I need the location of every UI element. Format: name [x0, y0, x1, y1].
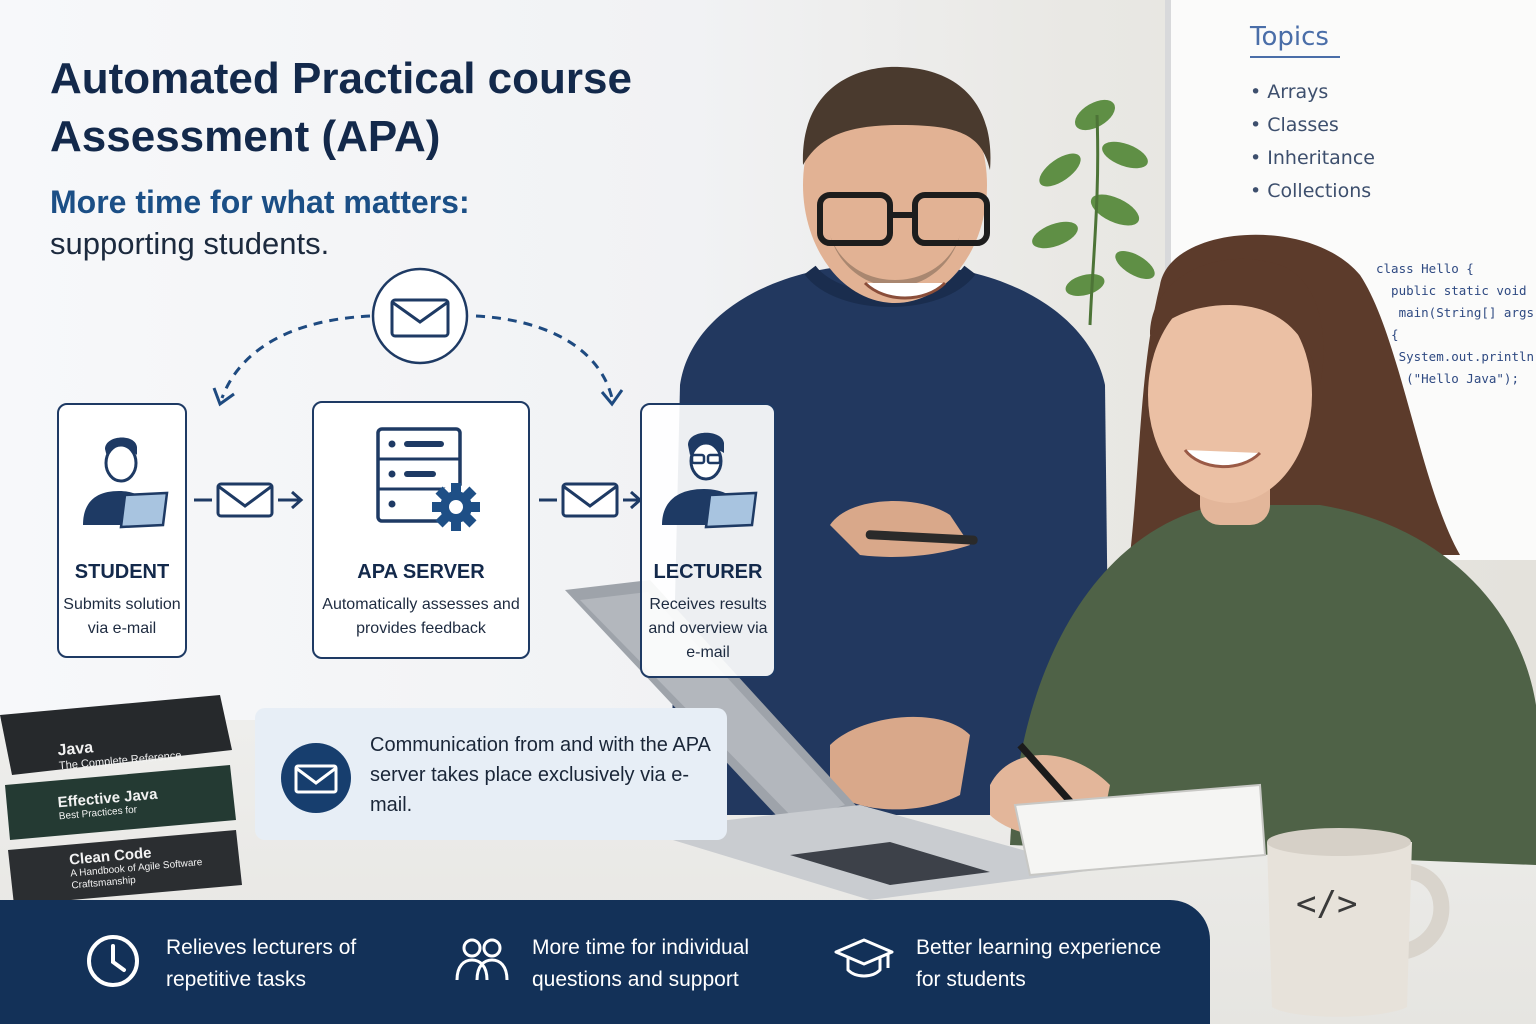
subtitle-text: supporting students. — [50, 226, 330, 261]
apa-server-description: Automatically assesses and provides feed… — [322, 596, 520, 637]
benefit-more-time: More time for individual questions and s… — [532, 936, 750, 991]
apa-server-title: APA SERVER — [357, 561, 485, 583]
envelope-icon — [281, 743, 351, 813]
student-to-server-arrow — [194, 482, 304, 518]
student-card: STUDENT Submits solution via e-mail — [57, 403, 187, 658]
subtitle-highlight: More time for what matters: — [50, 184, 470, 220]
clock-icon — [87, 935, 139, 987]
feedback-loop-arrows — [212, 314, 624, 407]
lecturer-laptop-icon — [662, 432, 758, 529]
plant-illustration — [1032, 99, 1155, 326]
whiteboard-topic: Classes — [1250, 109, 1375, 142]
student-title: STUDENT — [74, 561, 170, 583]
whiteboard-topic: Collections — [1250, 175, 1375, 208]
whiteboard-title: Topics — [1250, 22, 1329, 52]
people-icon — [455, 938, 509, 981]
info-text: Communication from and with the APA serv… — [370, 734, 710, 816]
lecturer-description: Receives results and overview via e-mail — [648, 596, 768, 661]
envelope-icon — [371, 267, 469, 365]
lecturer-title: LECTURER — [653, 561, 763, 583]
whiteboard-topic-list: Arrays Classes Inheritance Collections — [1250, 76, 1375, 208]
student-person-illustration — [990, 234, 1536, 877]
server-to-lecturer-arrow — [539, 482, 643, 518]
coffee-mug-illustration — [1267, 828, 1450, 1017]
page-title: Automated Practical course Assessment (A… — [50, 54, 632, 161]
whiteboard-topic: Inheritance — [1250, 142, 1375, 175]
benefits-bar: Relieves lecturers of repetitive tasks M… — [0, 900, 1210, 1024]
student-laptop-icon — [83, 437, 169, 529]
lecturer-person-illustration — [670, 66, 1110, 815]
mug-code-label: </> — [1296, 884, 1358, 924]
whiteboard-code: class Hello { public static void main(St… — [1376, 261, 1536, 408]
book-stack-illustration — [0, 695, 242, 905]
server-gear-icon — [376, 427, 480, 531]
graduation-cap-icon — [834, 938, 894, 978]
whiteboard-topic: Arrays — [1250, 76, 1375, 109]
benefit-learning-experience: Better learning experience for students — [916, 936, 1162, 991]
apa-server-card: APA SERVER Automatically assesses and pr… — [312, 401, 530, 659]
whiteboard-underline — [1250, 56, 1340, 58]
info-box: Communication from and with the APA serv… — [255, 708, 727, 840]
lecturer-card: LECTURER Receives results and overview v… — [640, 403, 776, 678]
benefit-relieves-lecturers: Relieves lecturers of repetitive tasks — [166, 936, 357, 991]
student-description: Submits solution via e-mail — [63, 596, 181, 637]
